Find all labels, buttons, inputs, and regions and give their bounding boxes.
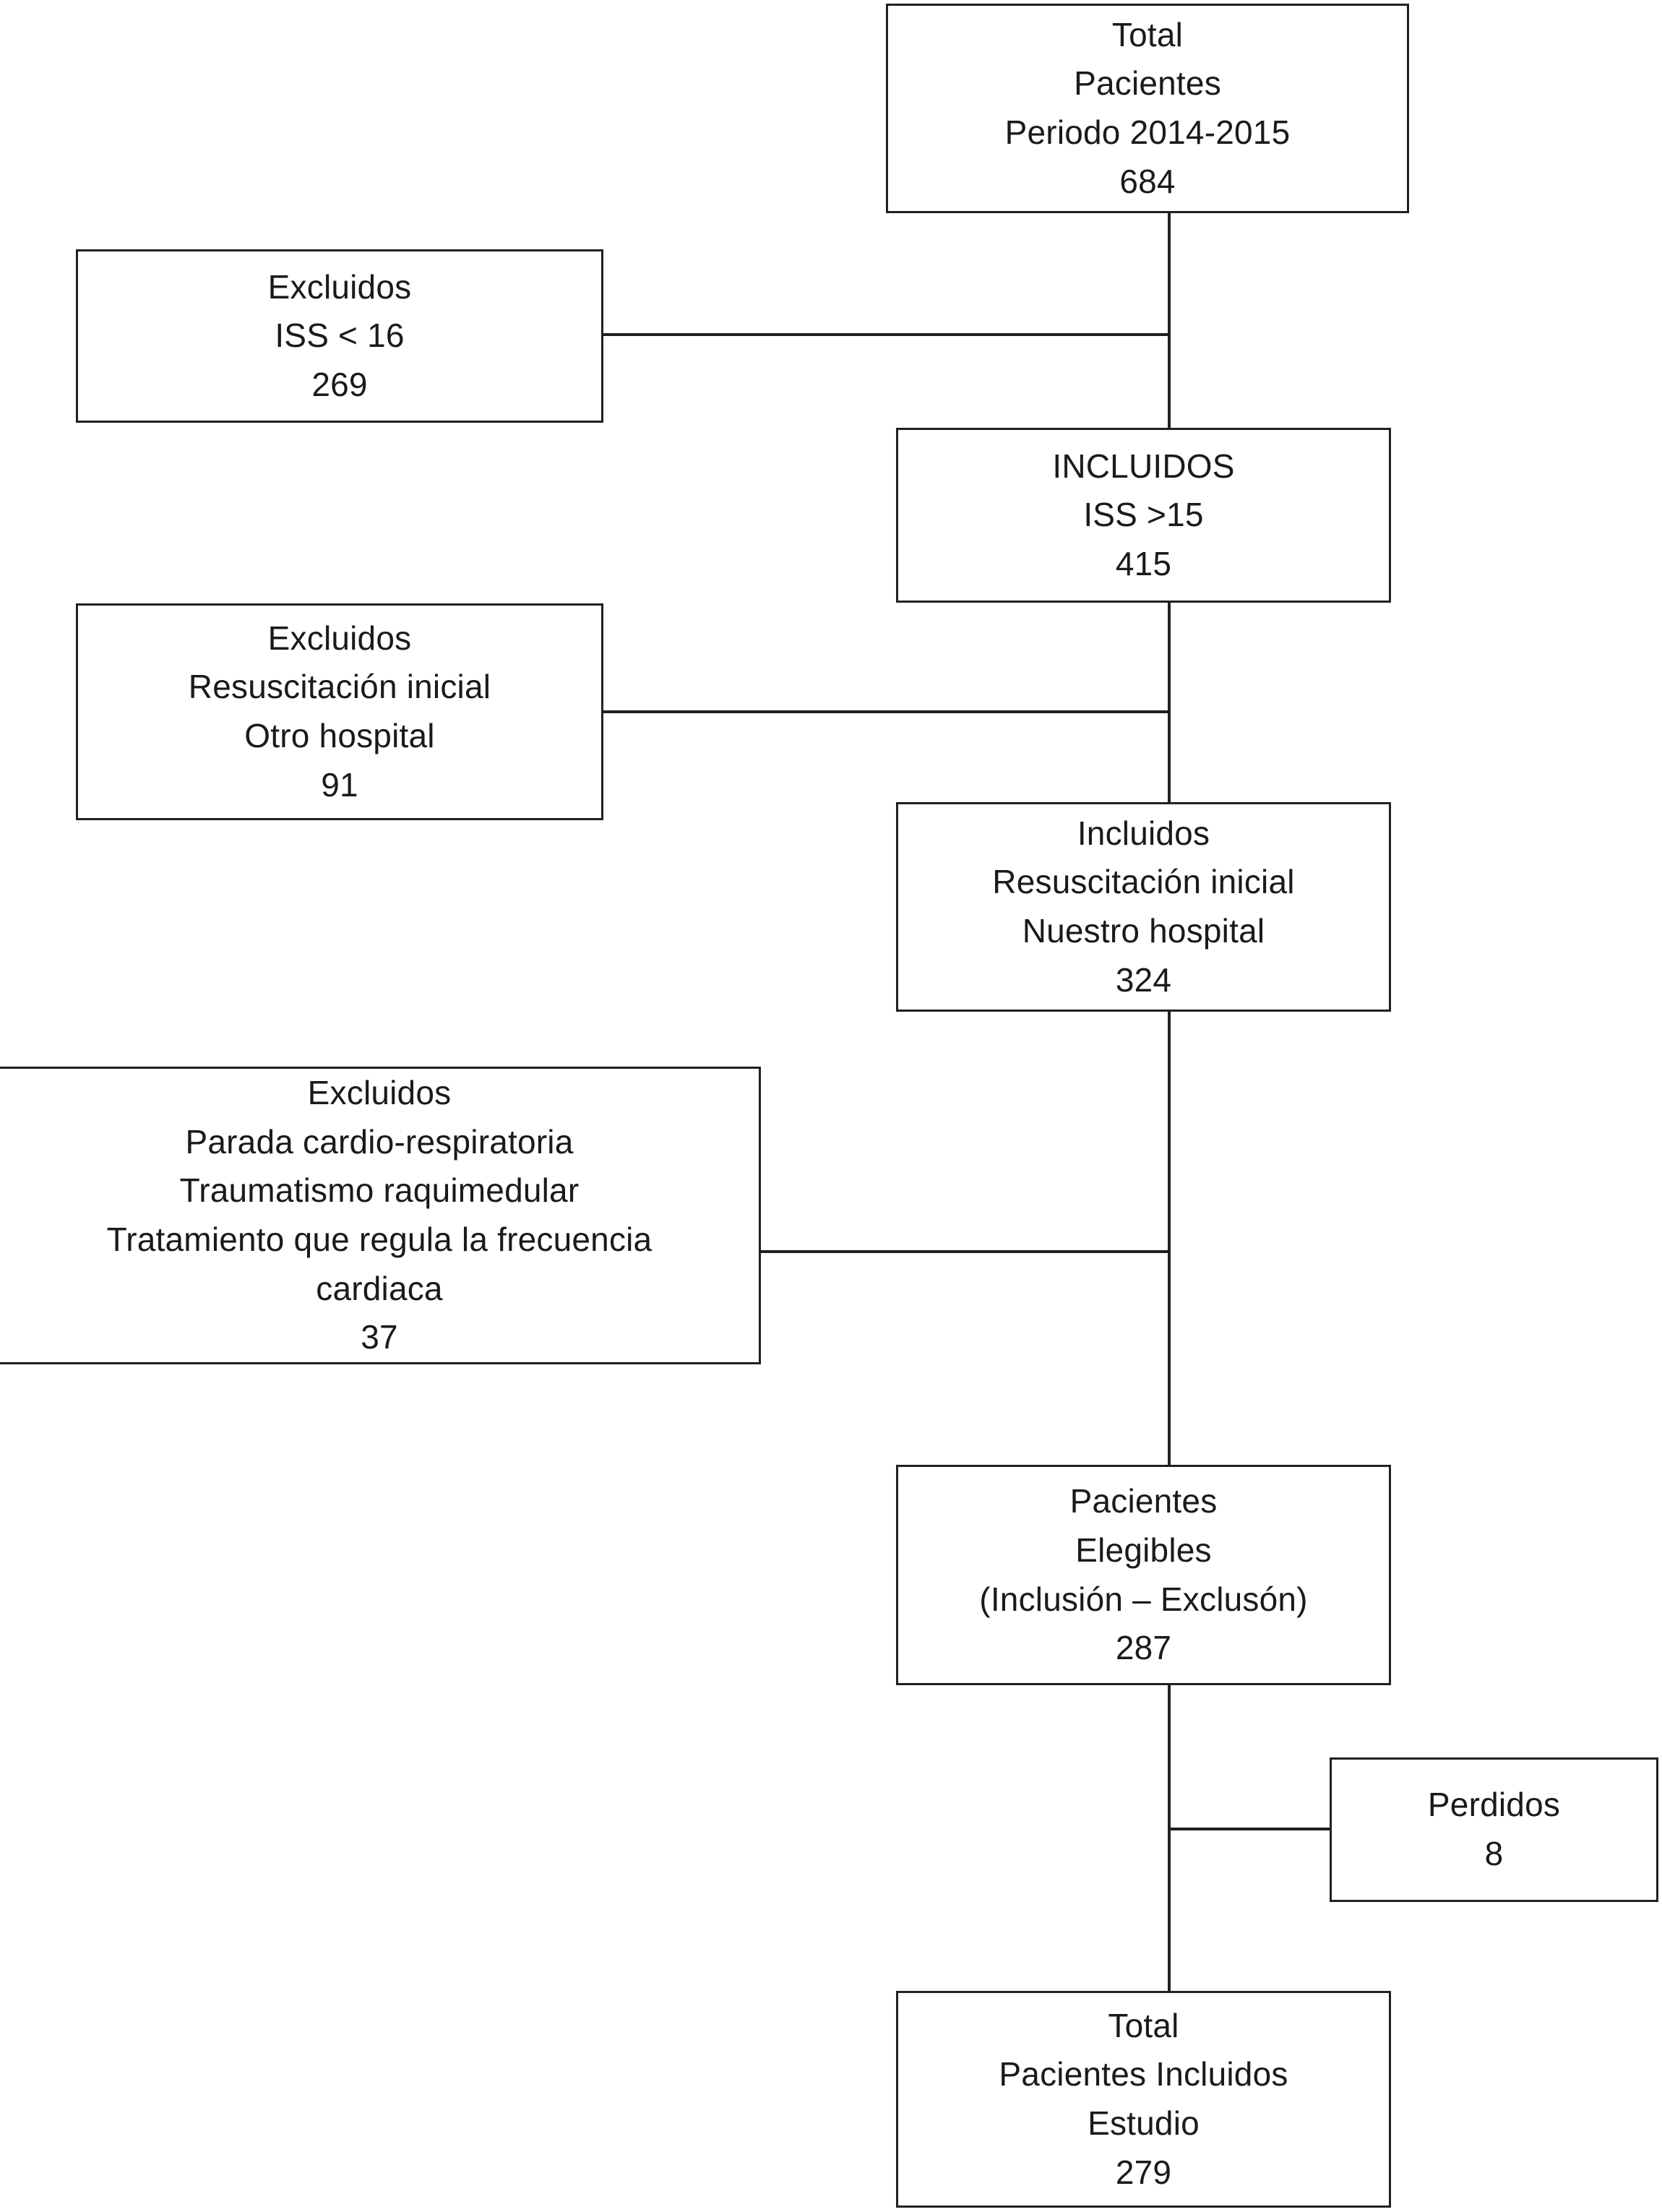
node-line: Tratamiento que regula la frecuencia (106, 1221, 653, 1258)
connector-excluded-other-hospital (602, 710, 1169, 713)
connector-lost-followup (1168, 1828, 1331, 1830)
included-our-hospital-box: Incluidos Resuscitación inicial Nuestro … (896, 802, 1391, 1012)
node-line: Excluidos (307, 1074, 452, 1112)
node-count: 37 (361, 1318, 398, 1356)
node-line: Incluidos (1077, 814, 1210, 852)
node-line: (Inclusión – Exclusón) (979, 1580, 1308, 1618)
node-line: Total (1108, 2006, 1179, 2044)
node-line: Total (1111, 15, 1184, 53)
node-line: Pacientes (1074, 64, 1221, 103)
node-line: Resuscitación inicial (992, 863, 1295, 901)
node-line: Elegibles (1075, 1531, 1212, 1569)
eligible-patients-box: Pacientes Elegibles (Inclusión – Exclusó… (896, 1465, 1391, 1685)
excluded-iss-box: Excluidos ISS < 16 269 (76, 249, 603, 423)
node-count: 279 (1115, 2153, 1172, 2191)
node-line: Excluidos (267, 267, 412, 306)
connector-excluded-criteria (759, 1250, 1169, 1253)
node-count: 415 (1115, 544, 1172, 582)
node-count: 287 (1115, 1629, 1172, 1667)
node-line: ISS >15 (1083, 496, 1204, 534)
connector-excluded-iss (602, 333, 1169, 336)
lost-to-followup-box: Perdidos 8 (1330, 1757, 1658, 1902)
connector-trunk-1 (1168, 211, 1171, 429)
total-included-study-box: Total Pacientes Incluidos Estudio 279 (896, 1991, 1391, 2208)
excluded-criteria-box: Excluidos Parada cardio-respiratoria Tra… (0, 1067, 761, 1364)
node-line: Perdidos (1427, 1786, 1561, 1824)
connector-trunk-2 (1168, 601, 1171, 804)
connector-trunk-4 (1168, 1684, 1171, 1992)
node-line: Otro hospital (244, 717, 435, 754)
included-iss-box: INCLUIDOS ISS >15 415 (896, 428, 1391, 603)
node-line: Parada cardio-respiratoria (185, 1122, 574, 1161)
node-line: Estudio (1088, 2104, 1200, 2142)
connector-trunk-3 (1168, 1010, 1171, 1466)
node-line: Periodo 2014-2015 (1004, 113, 1291, 151)
node-line: ISS < 16 (275, 317, 405, 355)
node-line: Excluidos (267, 619, 412, 657)
node-line: cardiaca (316, 1269, 443, 1307)
node-line: Traumatismo raquimedular (179, 1171, 580, 1210)
node-line: Nuestro hospital (1022, 912, 1265, 950)
excluded-other-hospital-box: Excluidos Resuscitación inicial Otro hos… (76, 603, 603, 820)
node-count: 684 (1119, 162, 1176, 200)
node-count: 91 (321, 765, 358, 804)
total-patients-box: Total Pacientes Periodo 2014-2015 684 (886, 4, 1409, 213)
node-line: Pacientes (1069, 1482, 1218, 1520)
node-count: 324 (1115, 960, 1172, 999)
node-line: INCLUIDOS (1052, 447, 1235, 485)
node-line: Resuscitación inicial (188, 668, 491, 706)
node-count: 269 (311, 365, 368, 403)
node-count: 8 (1484, 1835, 1504, 1872)
node-line: Pacientes Incluidos (999, 2055, 1288, 2093)
